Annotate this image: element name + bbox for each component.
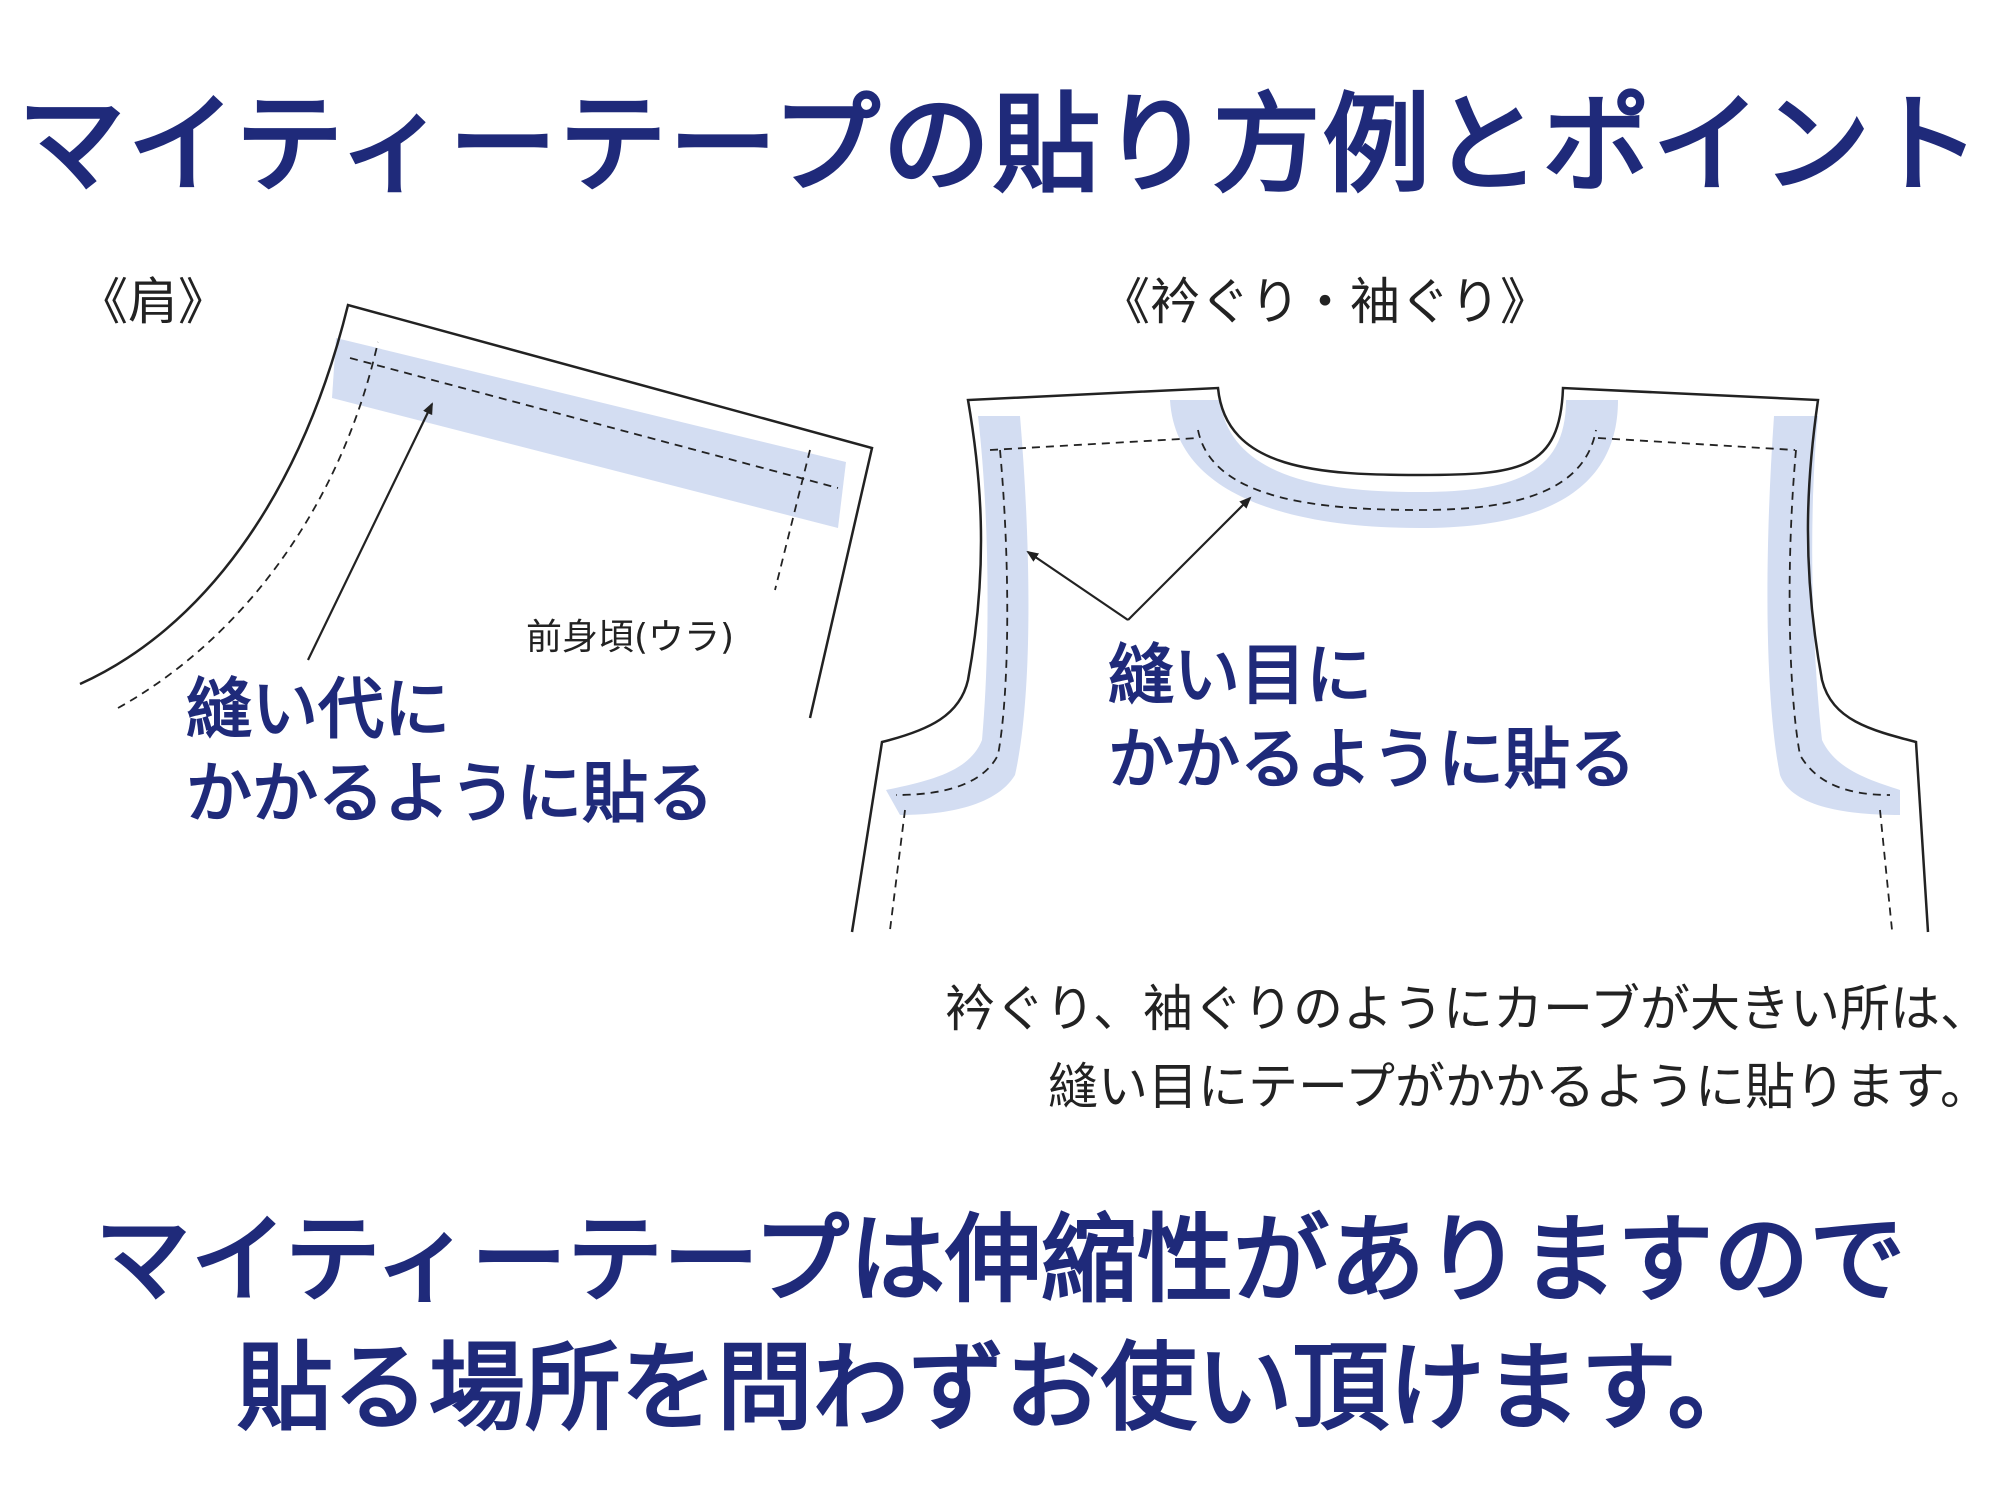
left-armhole-tape-band	[886, 416, 1029, 815]
shoulder-callout-line: かかるように貼る	[186, 755, 714, 832]
bodice-pattern-piece	[850, 386, 1930, 933]
curve-note-line: 衿ぐり、袖ぐりのようにカーブが大きい所は、	[945, 980, 1990, 1038]
neck-callout-line: かかるように貼る	[1108, 721, 1636, 798]
right-armhole-tape-band	[1767, 416, 1900, 815]
curve-note: 衿ぐり、袖ぐりのようにカーブが大きい所は、 縫い目にテープがかかるように貼ります…	[790, 970, 1990, 1126]
shoulder-pattern-piece	[79, 303, 874, 719]
bottom-message-line: マイティーテープは伸縮性がありますので	[94, 1204, 1906, 1316]
bodice-outline	[850, 386, 1930, 933]
shoulder-side-seam-line	[774, 449, 811, 591]
neck-armhole-section-label: 《衿ぐり・袖ぐり》	[1100, 273, 1550, 331]
shoulder-callout-arrow	[307, 402, 433, 661]
neck-armhole-callout: 縫い目に かかるように貼る	[1108, 634, 1636, 802]
neckline-callout-arrow	[1127, 496, 1252, 621]
front-bodice-label: 前身頃(ウラ)	[526, 617, 735, 658]
bodice-side-seam-lines	[889, 809, 1893, 931]
neckline-tape-band	[1170, 400, 1618, 528]
curve-note-line: 縫い目にテープがかかるように貼ります。	[1048, 1058, 1990, 1116]
armhole-callout-arrow	[1026, 550, 1129, 621]
shoulder-seam-line	[349, 357, 839, 489]
neck-callout-line: 縫い目に	[1108, 637, 1372, 714]
page-title: マイティーテープの貼り方例とポイント	[17, 83, 1983, 208]
shoulder-section-label: 《肩》	[78, 273, 228, 331]
bottom-message: マイティーテープは伸縮性がありますので 貼る場所を問わずお使い頂けます。	[0, 1196, 2000, 1452]
bottom-message-line: 貼る場所を問わずお使い頂けます。	[236, 1332, 1764, 1444]
shoulder-callout-line: 縫い代に	[186, 671, 450, 748]
neckline-seam-line	[1197, 429, 1597, 511]
shoulder-outline	[79, 303, 874, 719]
shoulder-armhole-seam-line	[117, 341, 379, 709]
shoulder-tape-band	[332, 338, 846, 528]
shoulder-callout: 縫い代に かかるように貼る	[186, 668, 714, 836]
right-armhole-seam-line	[1788, 449, 1891, 796]
left-armhole-seam-line	[895, 449, 1009, 796]
bodice-shoulder-seam-lines	[989, 437, 1796, 451]
